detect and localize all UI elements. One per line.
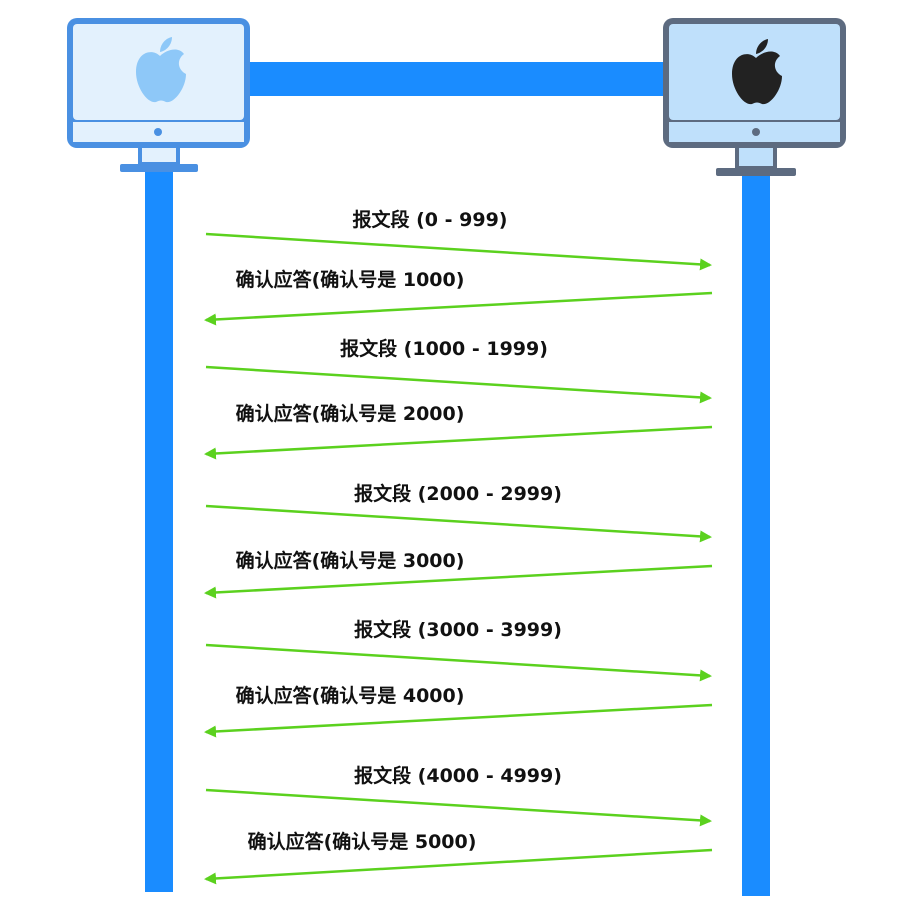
ack-label: 确认应答(确认号是 1000) xyxy=(236,268,465,291)
segment-message: 报文段 (3000 - 3999) xyxy=(205,618,712,682)
ack-message: 确认应答(确认号是 2000) xyxy=(204,402,713,460)
segment-label: 报文段 (1000 - 1999) xyxy=(340,337,548,360)
arrow-right-icon xyxy=(205,232,712,271)
arrow-right-icon xyxy=(205,504,712,543)
server-lifeline xyxy=(742,176,770,896)
ack-label: 确认应答(确认号是 2000) xyxy=(236,402,465,425)
arrow-right-icon xyxy=(205,643,712,682)
ack-label: 确认应答(确认号是 5000) xyxy=(248,830,477,853)
segment-label: 报文段 (3000 - 3999) xyxy=(354,618,562,641)
apple-logo-icon xyxy=(732,39,782,105)
ack-label: 确认应答(确认号是 3000) xyxy=(236,549,465,572)
segment-message: 报文段 (0 - 999) xyxy=(205,208,712,271)
message-list: 报文段 (0 - 999) 确认应答(确认号是 1000) 报文段 (1000 - … xyxy=(204,208,713,885)
arrow-right-icon xyxy=(205,365,712,404)
arrow-left-icon xyxy=(204,848,713,885)
ack-message: 确认应答(确认号是 1000) xyxy=(204,268,713,326)
client-lifeline xyxy=(145,168,173,892)
client-computer xyxy=(67,18,250,172)
ack-message: 确认应答(确认号是 4000) xyxy=(204,684,713,738)
server-computer xyxy=(663,18,846,176)
ack-message: 确认应答(确认号是 5000) xyxy=(204,830,713,885)
arrow-left-icon xyxy=(204,425,713,460)
arrow-left-icon xyxy=(204,564,713,599)
segment-message: 报文段 (1000 - 1999) xyxy=(205,337,712,404)
arrow-left-icon xyxy=(204,703,713,738)
segment-label: 报文段 (4000 - 4999) xyxy=(354,764,562,787)
segment-label: 报文段 (0 - 999) xyxy=(353,208,508,231)
connection-link xyxy=(240,62,670,96)
arrow-right-icon xyxy=(205,788,712,827)
apple-logo-icon xyxy=(136,37,186,103)
arrow-left-icon xyxy=(204,291,713,326)
segment-message: 报文段 (4000 - 4999) xyxy=(205,764,712,827)
apple-monitor-icon xyxy=(67,18,250,172)
ack-label: 确认应答(确认号是 4000) xyxy=(236,684,465,707)
apple-monitor-icon xyxy=(663,18,846,176)
segment-message: 报文段 (2000 - 2999) xyxy=(205,482,712,543)
segment-label: 报文段 (2000 - 2999) xyxy=(354,482,562,505)
ack-message: 确认应答(确认号是 3000) xyxy=(204,549,713,599)
